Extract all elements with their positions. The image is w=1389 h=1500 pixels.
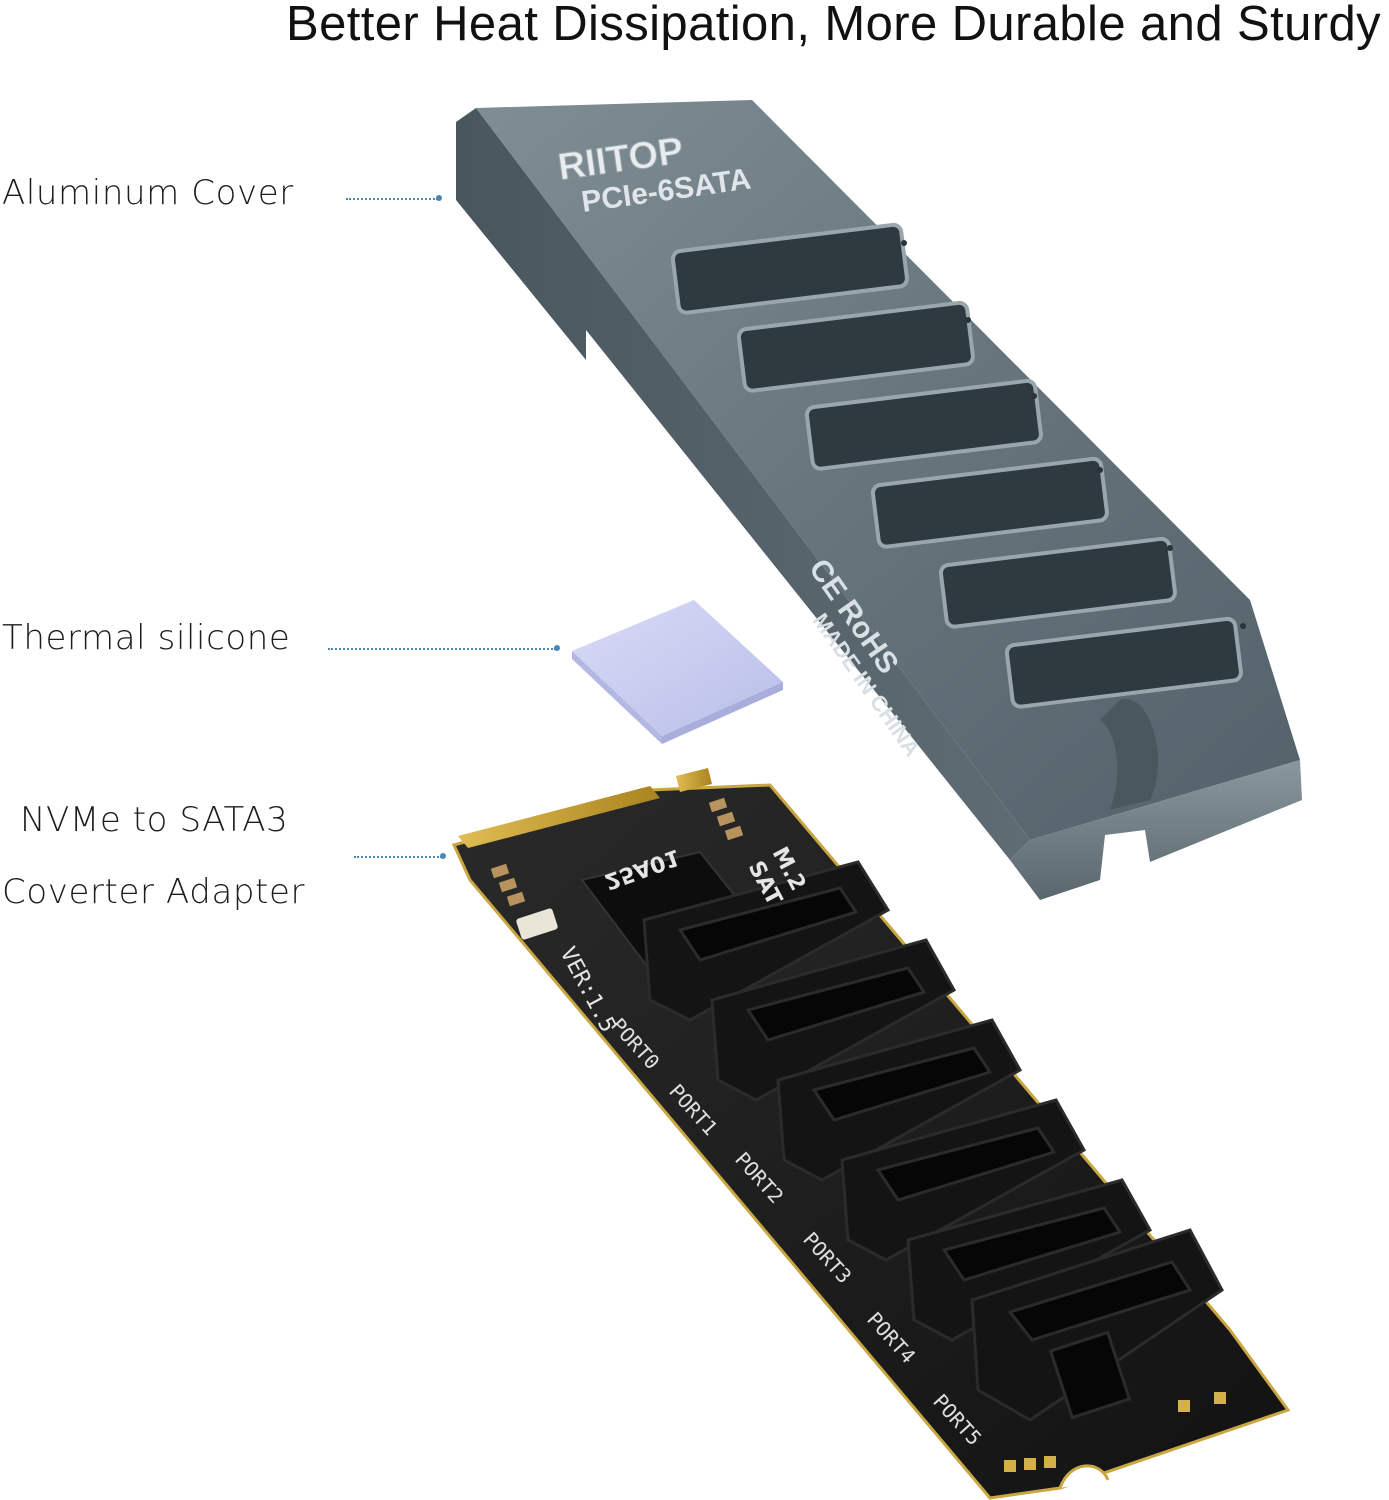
- cover-front-face: [1010, 760, 1302, 900]
- leader-dot-thermal: [554, 645, 560, 651]
- cover-notch: [1100, 699, 1159, 810]
- cover-slot: [804, 378, 1043, 471]
- leader-line-adapter: [354, 856, 442, 858]
- leader-dot-adapter: [440, 853, 446, 859]
- callout-aluminum-cover: Aluminum Cover: [2, 173, 294, 213]
- adapter-board: VER:1.5 25A01 M.2 SAT PORT0 PORT1 PORT2 …: [451, 768, 1291, 1500]
- leader-line-thermal: [328, 648, 556, 650]
- leader-line-cover: [346, 198, 438, 200]
- cover-slots: [670, 222, 1243, 709]
- cover-side-wall: [456, 108, 1030, 860]
- cover-slot: [670, 222, 909, 315]
- callout-thermal-silicone: Thermal silicone: [2, 618, 291, 658]
- cover-slot: [1004, 616, 1243, 709]
- callout-adapter-line2: Coverter Adapter: [2, 872, 306, 912]
- sata-connectors: [642, 860, 1224, 1422]
- cover-holes: [901, 240, 1246, 629]
- sata-connector: [970, 1228, 1224, 1422]
- cover-slot: [870, 456, 1109, 549]
- callout-adapter-line1: NVMe to SATA3: [20, 800, 289, 840]
- cover-slot: [938, 536, 1177, 629]
- sata-connector: [710, 938, 957, 1102]
- sata-connector: [776, 1018, 1023, 1182]
- sata-connector: [642, 860, 891, 1022]
- headline: Better Heat Dissipation, More Durable an…: [286, 0, 1381, 51]
- thermal-pad: [572, 600, 783, 744]
- crystal: [516, 908, 558, 940]
- aluminum-cover: RIITOP PCIe-6SATA CE RoHS MADE IN CHINA: [456, 100, 1302, 900]
- sata-connector: [840, 1098, 1087, 1262]
- cover-slot: [736, 300, 975, 393]
- leader-dot-cover: [436, 195, 442, 201]
